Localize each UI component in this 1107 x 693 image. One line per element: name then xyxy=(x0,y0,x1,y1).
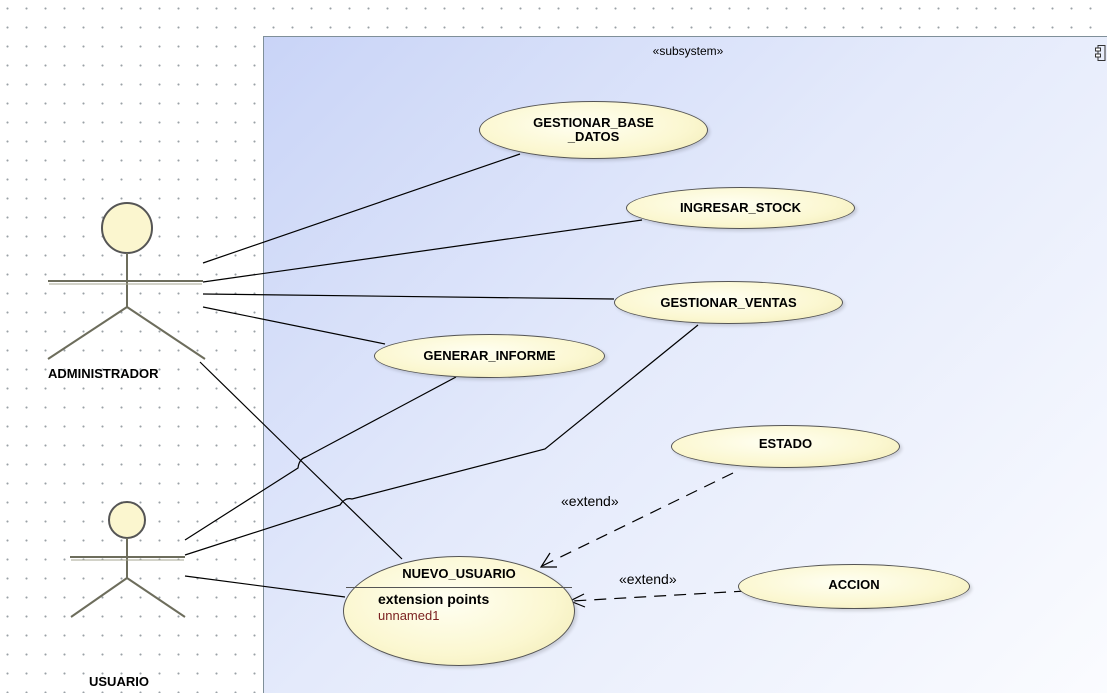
use-case-nuevo-usuario[interactable]: NUEVO_USUARIO extension points unnamed1 xyxy=(343,556,575,666)
use-case-accion[interactable]: ACCION xyxy=(738,564,970,609)
extension-points-heading: extension points xyxy=(378,591,490,607)
use-case-estado[interactable]: ESTADO xyxy=(671,425,900,468)
use-case-gestionar-base-datos-label: GESTIONAR_BASE _DATOS xyxy=(533,115,654,144)
assoc-admin-gestionar-base-datos xyxy=(202,153,521,264)
extend-estado-line xyxy=(541,472,734,567)
assoc-admin-nuevo-usuario xyxy=(199,361,403,560)
extend-accion-line xyxy=(571,590,747,602)
use-case-gestionar-ventas[interactable]: GESTIONAR_VENTAS xyxy=(614,281,843,324)
assoc-usuario-generar-informe xyxy=(184,376,457,541)
actor-administrador-label[interactable]: ADMINISTRADOR xyxy=(48,366,159,381)
assoc-admin-gestionar-ventas xyxy=(202,293,615,300)
assoc-usuario-gestionar-ventas xyxy=(184,324,699,556)
use-case-generar-informe[interactable]: GENERAR_INFORME xyxy=(374,334,605,378)
component-icon xyxy=(1095,45,1106,61)
assoc-admin-ingresar-stock xyxy=(202,219,643,283)
use-case-gestionar-ventas-label: GESTIONAR_VENTAS xyxy=(660,294,797,310)
use-case-estado-label: ESTADO xyxy=(758,435,813,451)
extend-label-accion: «extend» xyxy=(619,571,677,587)
use-case-ingresar-stock-label: INGRESAR_STOCK xyxy=(679,200,802,215)
subsystem-stereotype: «subsystem» xyxy=(652,44,724,58)
use-case-nuevo-usuario-label: NUEVO_USUARIO xyxy=(402,566,516,581)
actor-usuario-label[interactable]: USUARIO xyxy=(89,674,149,689)
use-case-gestionar-base-datos[interactable]: GESTIONAR_BASE _DATOS xyxy=(479,101,708,159)
assoc-admin-generar-informe xyxy=(202,306,386,345)
extend-estado-arrowhead xyxy=(539,552,557,568)
use-case-accion-label: ACCION xyxy=(828,576,880,592)
assoc-usuario-nuevo-usuario xyxy=(184,575,346,598)
extension-points-separator xyxy=(346,587,572,588)
use-case-generar-informe-label: GENERAR_INFORME xyxy=(423,348,556,363)
actor-administrador-figure xyxy=(47,202,206,360)
extend-label-estado: «extend» xyxy=(561,493,619,509)
actor-usuario-figure xyxy=(70,501,186,618)
use-case-ingresar-stock[interactable]: INGRESAR_STOCK xyxy=(626,187,855,229)
extension-point-item: unnamed1 xyxy=(378,608,440,623)
